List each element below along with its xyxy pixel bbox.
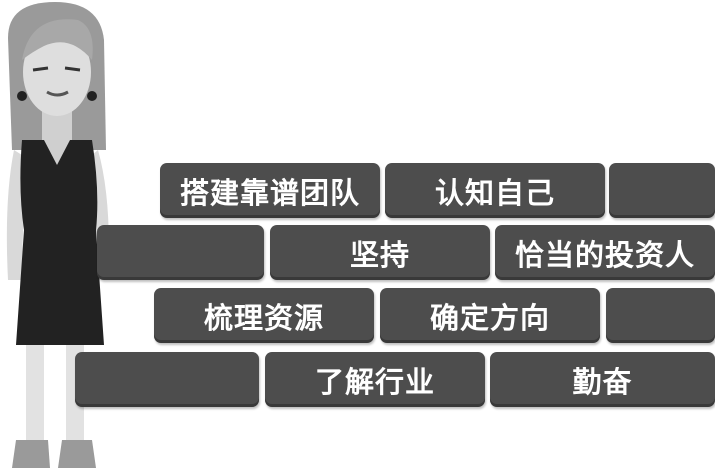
brick-label: 恰当的投资人 [514,237,695,272]
brick-label: 坚持 [349,237,410,272]
brick-label: 确定方向 [429,300,550,335]
brick-label: 搭建靠谱团队 [179,175,360,210]
brick-label: 了解行业 [314,364,435,399]
brick-sort-resources: 梳理资源 [154,288,374,343]
brick-blank-row4 [75,352,259,407]
brick-right-investor: 恰当的投资人 [495,225,715,280]
brick-blank-row2 [97,225,264,280]
brick-label: 勤奋 [572,364,633,399]
brick-label: 梳理资源 [203,300,324,335]
brick-blank-row3 [606,288,715,343]
brick-persistence: 坚持 [270,225,490,280]
woman-illustration [6,2,109,468]
brick-diligence: 勤奋 [490,352,715,407]
brick-know-industry: 了解行业 [265,352,485,407]
brick-blank-row1 [609,163,715,218]
brick-label: 认知自己 [434,175,555,210]
brick-know-yourself: 认知自己 [385,163,605,218]
brick-build-team: 搭建靠谱团队 [160,163,380,218]
brick-set-direction: 确定方向 [380,288,600,343]
